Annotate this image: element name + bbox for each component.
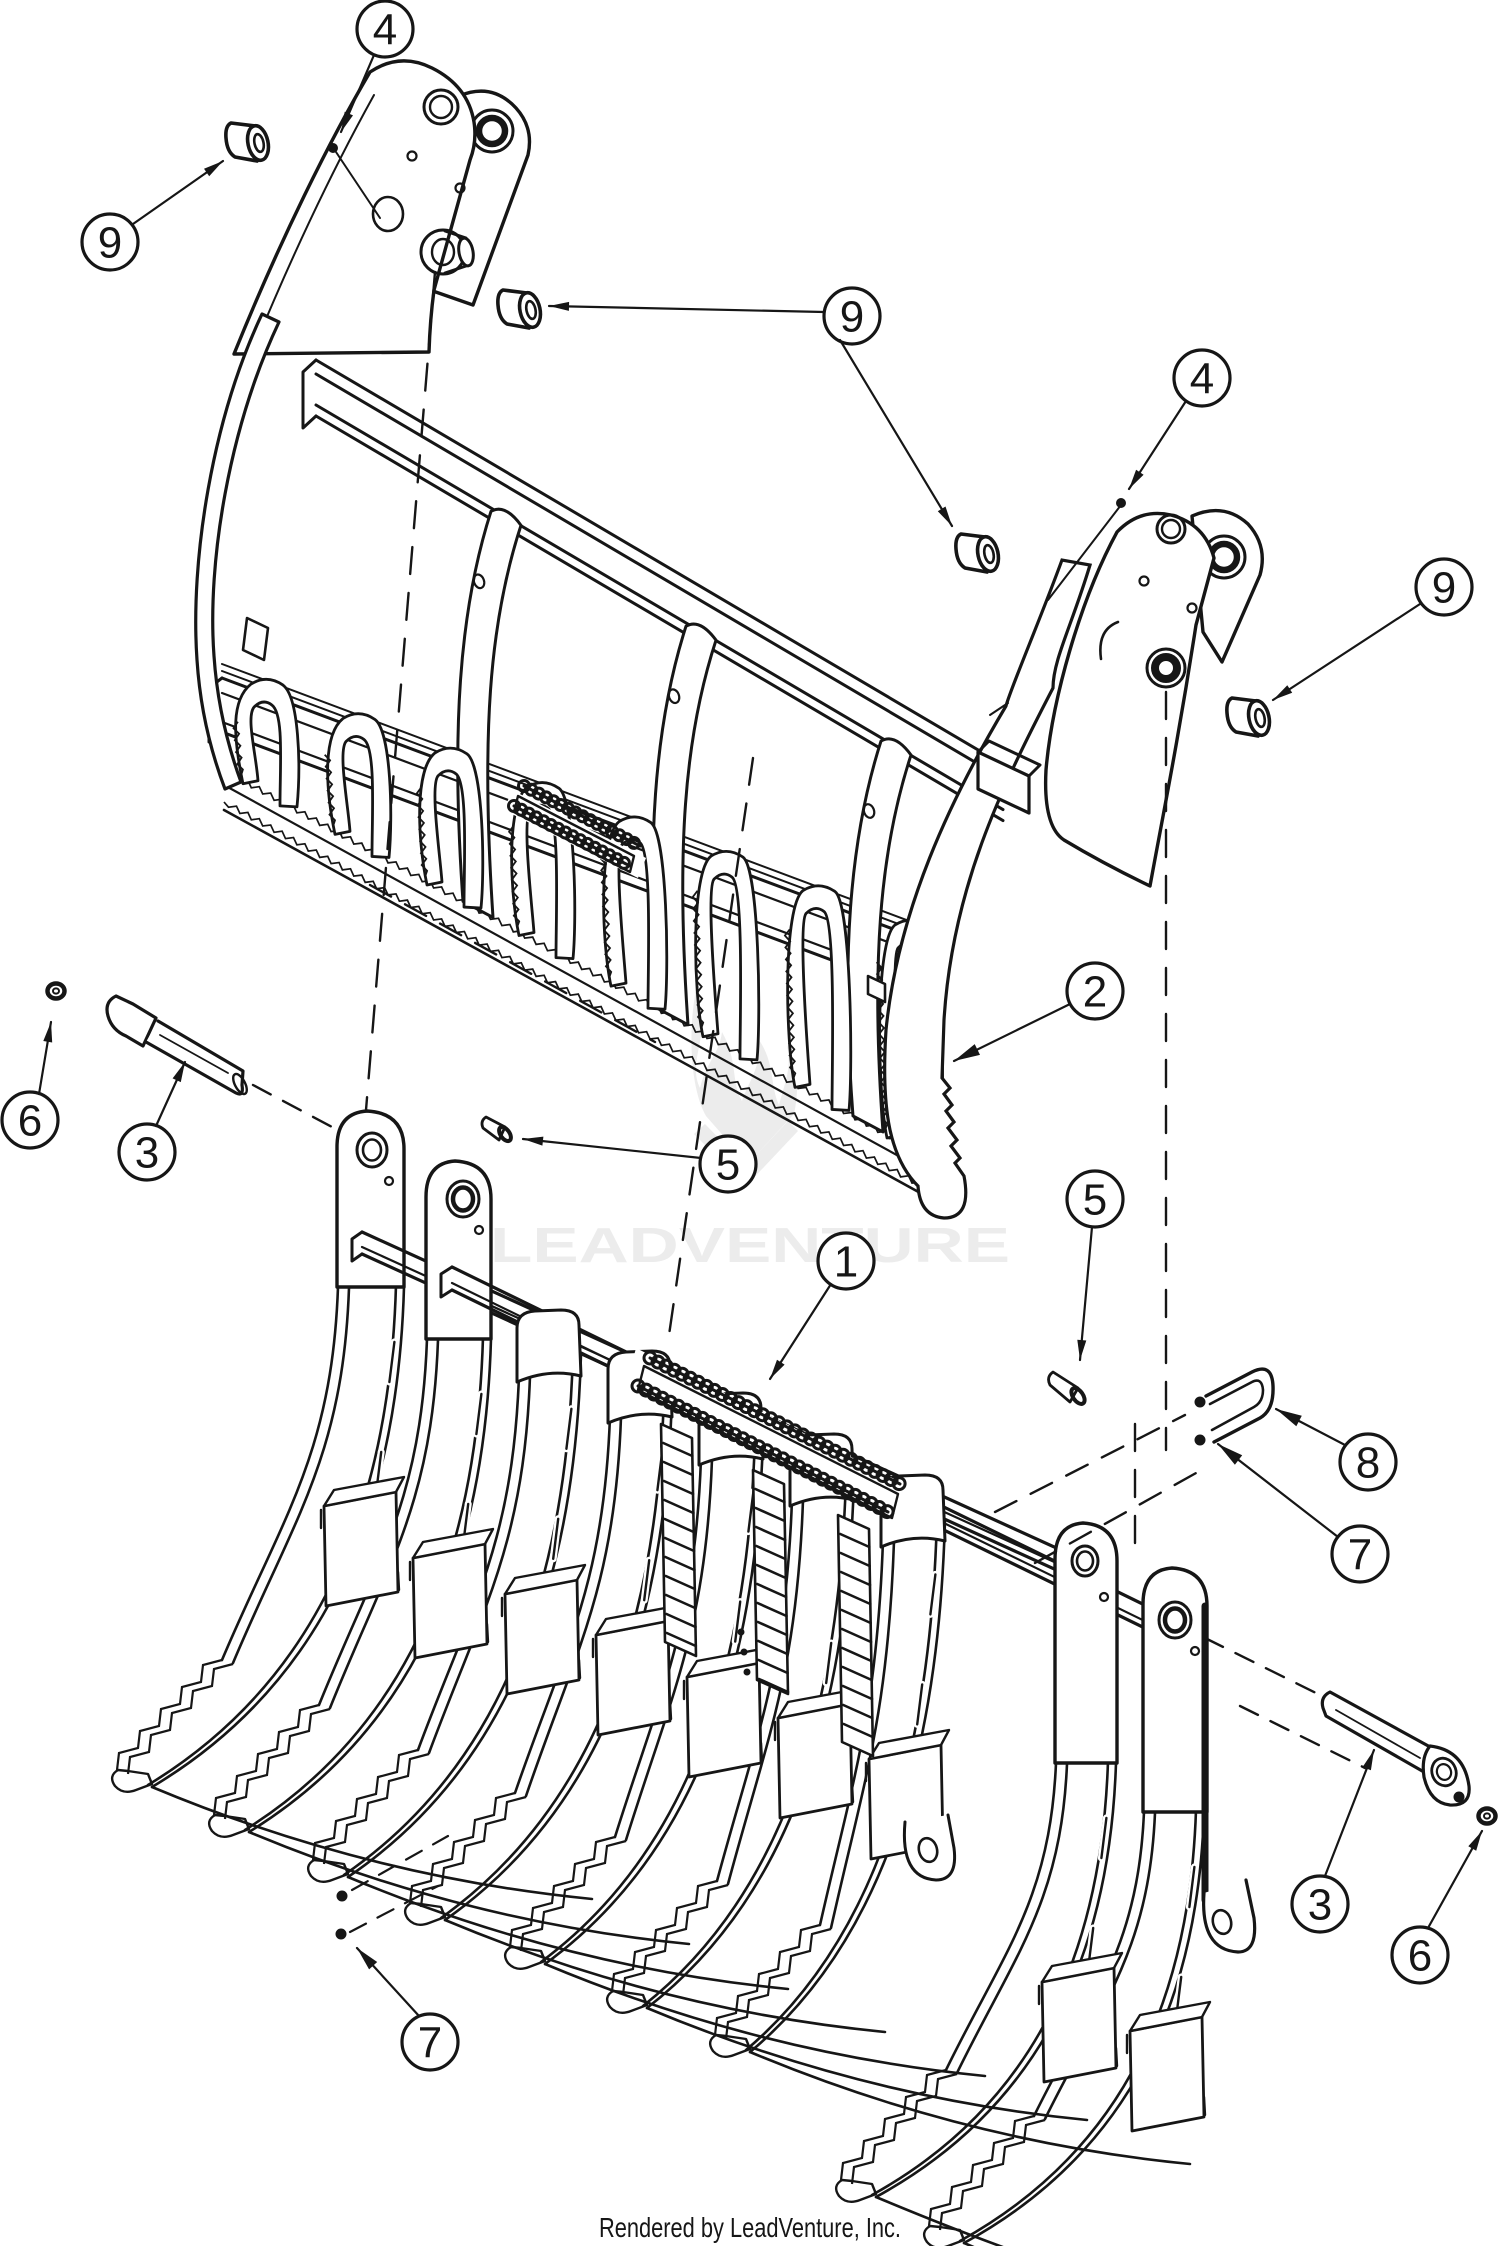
svg-text:9: 9 xyxy=(1432,564,1456,613)
svg-text:5: 5 xyxy=(716,1141,740,1190)
svg-text:LEADVENTURE: LEADVENTURE xyxy=(490,1219,1010,1273)
svg-text:9: 9 xyxy=(840,293,864,342)
svg-text:4: 4 xyxy=(1190,355,1214,404)
svg-text:6: 6 xyxy=(1408,1932,1432,1981)
svg-text:3: 3 xyxy=(1308,1881,1332,1930)
svg-text:5: 5 xyxy=(1083,1176,1107,1225)
svg-text:3: 3 xyxy=(135,1129,159,1178)
svg-text:9: 9 xyxy=(98,219,122,268)
svg-text:8: 8 xyxy=(1356,1439,1380,1488)
svg-text:2: 2 xyxy=(1083,968,1107,1017)
svg-text:1: 1 xyxy=(834,1238,858,1287)
svg-text:7: 7 xyxy=(1348,1531,1372,1580)
svg-text:6: 6 xyxy=(18,1097,42,1146)
svg-text:4: 4 xyxy=(373,6,397,55)
svg-text:7: 7 xyxy=(418,2019,442,2068)
svg-text:Rendered by LeadVenture, Inc.: Rendered by LeadVenture, Inc. xyxy=(599,2212,901,2243)
